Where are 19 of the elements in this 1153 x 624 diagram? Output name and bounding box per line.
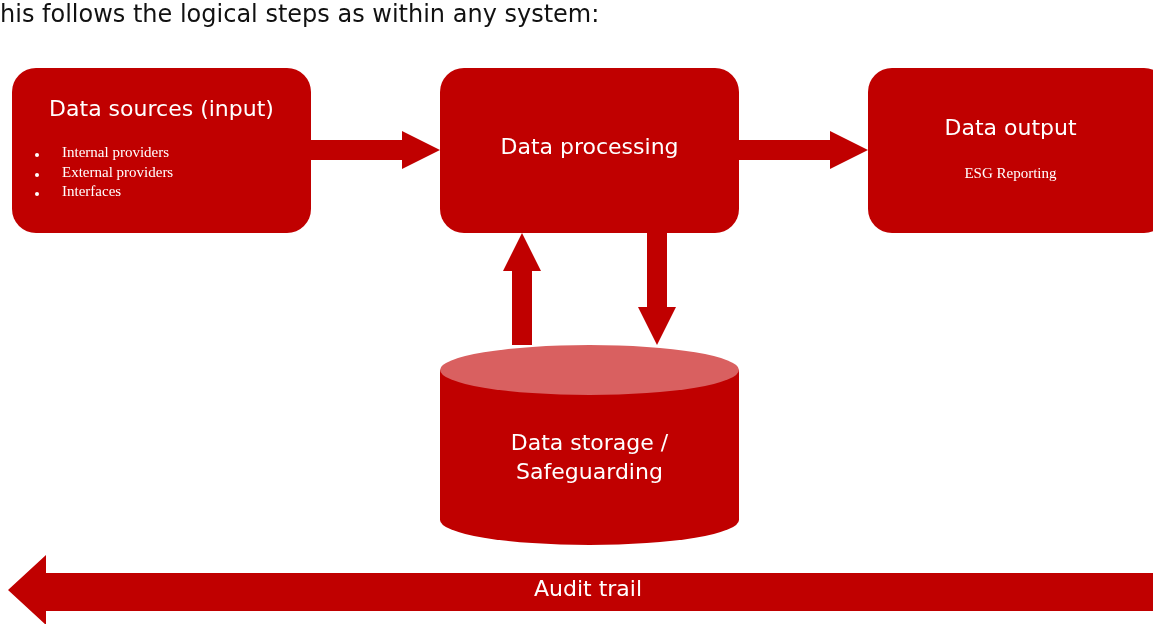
node-title: Data processing <box>499 134 680 159</box>
intro-text: his follows the logical steps as within any system: <box>0 0 600 28</box>
process-box <box>12 68 311 233</box>
node-title: Data output <box>943 115 1078 140</box>
process-box <box>868 68 1153 233</box>
node-subtitle: ESG Reporting <box>963 165 1058 182</box>
block-arrow <box>503 233 541 345</box>
node-title: Audit trail <box>532 576 644 601</box>
timeline-arrow <box>8 555 1153 624</box>
block-arrow <box>739 131 868 169</box>
node-title: Data storage / Safeguarding <box>509 429 670 486</box>
list-item: Interfaces <box>62 183 123 200</box>
process-box <box>440 68 739 233</box>
list-item: External providers <box>62 164 175 181</box>
list-item: Internal providers <box>62 144 171 161</box>
storage-cylinder <box>440 345 739 545</box>
block-arrow <box>311 131 440 169</box>
node-title: Data sources (input) <box>48 96 275 121</box>
block-arrow <box>638 233 676 345</box>
